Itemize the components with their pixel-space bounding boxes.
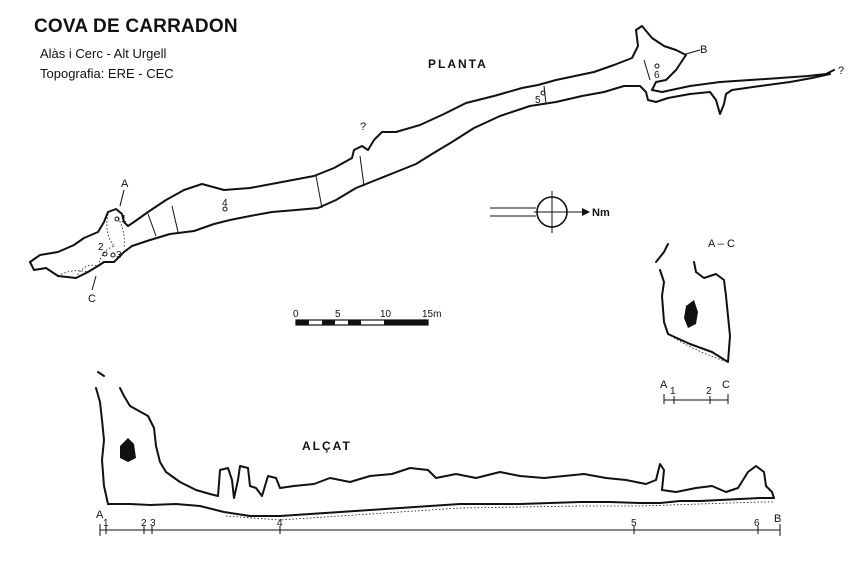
scale-bar-segment-3 [348, 320, 361, 325]
cross-section-floor-hatching [667, 333, 729, 363]
scale-bar-tick-5: 5 [335, 309, 341, 320]
north-arrow-label: Nm [592, 207, 610, 219]
elevation-title: ALÇAT [302, 439, 352, 453]
elevation-blockfill [120, 438, 136, 462]
elevation-axis-end-label: B [774, 513, 781, 525]
cross-section-outline [655, 243, 731, 363]
cross-section-view: A – C A C 1 2 [655, 238, 735, 404]
plan-cross-line-1 [147, 213, 157, 237]
scale-bar-tick-15m: 15m [422, 309, 441, 320]
elevation-floor-hatching [225, 501, 774, 521]
plan-cross-line-4 [359, 155, 365, 187]
scale-bar: 0 5 10 15m [293, 309, 441, 326]
plan-section-c-tick [91, 275, 97, 291]
plan-cross-line-6 [643, 59, 651, 81]
elevation-station-4-label: 4 [277, 518, 283, 529]
plan-cross-line-2 [171, 205, 179, 233]
plan-station-2-label: 2 [98, 242, 104, 253]
plan-cross-line-3 [315, 175, 323, 209]
plan-title: PLANTA [428, 57, 488, 71]
scale-bar-segment-2 [322, 320, 335, 325]
plan-station-1-point [114, 216, 120, 222]
survey-credits: Topografia: ERE - CEC [40, 66, 174, 81]
plan-station-3-label: 3 [116, 250, 122, 261]
plan-station-5-label: 5 [535, 95, 541, 106]
plan-station-6-point [654, 63, 660, 69]
plan-station-4-point [222, 206, 228, 212]
scale-bar-segment-1 [296, 320, 309, 325]
elevation-view: ALÇAT A B 1 2 3 4 5 6 [95, 371, 781, 536]
plan-section-a-label: A [121, 178, 129, 190]
plan-station-6-label: 6 [654, 70, 660, 81]
cross-section-title: A – C [708, 238, 735, 250]
cross-section-axis-start-label: A [660, 379, 668, 391]
plan-station-2-point [102, 251, 108, 257]
north-arrow-head-icon [582, 208, 590, 216]
plan-entrance-hatching [57, 245, 115, 279]
plan-lower-wall [29, 73, 831, 279]
plan-cross-line-5 [543, 85, 547, 105]
cross-section-blockfill [684, 300, 698, 328]
elevation-station-3-label: 3 [150, 518, 156, 529]
plan-section-a-tick [119, 189, 125, 207]
scale-bar-segment-4 [384, 320, 428, 325]
elevation-ceiling [95, 371, 775, 505]
plan-upper-wall [29, 25, 835, 263]
scale-bar-tick-0: 0 [293, 309, 299, 320]
survey-title: COVA DE CARRADON [34, 16, 238, 37]
plan-chamber-hatching [106, 213, 125, 249]
plan-unknown-mark-2: ? [838, 65, 844, 77]
cross-section-station-1-label: 1 [670, 386, 676, 397]
scale-bar-tick-10: 10 [380, 309, 392, 320]
plan-section-c-label: C [88, 293, 96, 305]
north-arrow: Nm [490, 191, 610, 233]
elevation-station-1-label: 1 [103, 518, 109, 529]
plan-station-5-point [540, 90, 546, 96]
plan-station-4-label: 4 [222, 198, 228, 209]
plan-station-1-label: 1 [121, 214, 127, 225]
elevation-axis-start-label: A [96, 509, 104, 521]
plan-station-3-point [110, 252, 116, 258]
plan-section-b-tick [685, 49, 701, 55]
elevation-station-6-label: 6 [754, 518, 760, 529]
elevation-station-5-label: 5 [631, 518, 637, 529]
plan-section-b-label: B [700, 44, 707, 56]
plan-view: PLANTA A C B ? ? 1 2 3 4 5 [29, 25, 844, 305]
cross-section-axis-end-label: C [722, 379, 730, 391]
plan-unknown-mark-1: ? [360, 121, 366, 133]
cross-section-station-2-label: 2 [706, 386, 712, 397]
survey-location: Alàs i Cerc - Alt Urgell [40, 46, 167, 61]
elevation-floor [107, 497, 775, 517]
elevation-station-2-label: 2 [141, 518, 147, 529]
